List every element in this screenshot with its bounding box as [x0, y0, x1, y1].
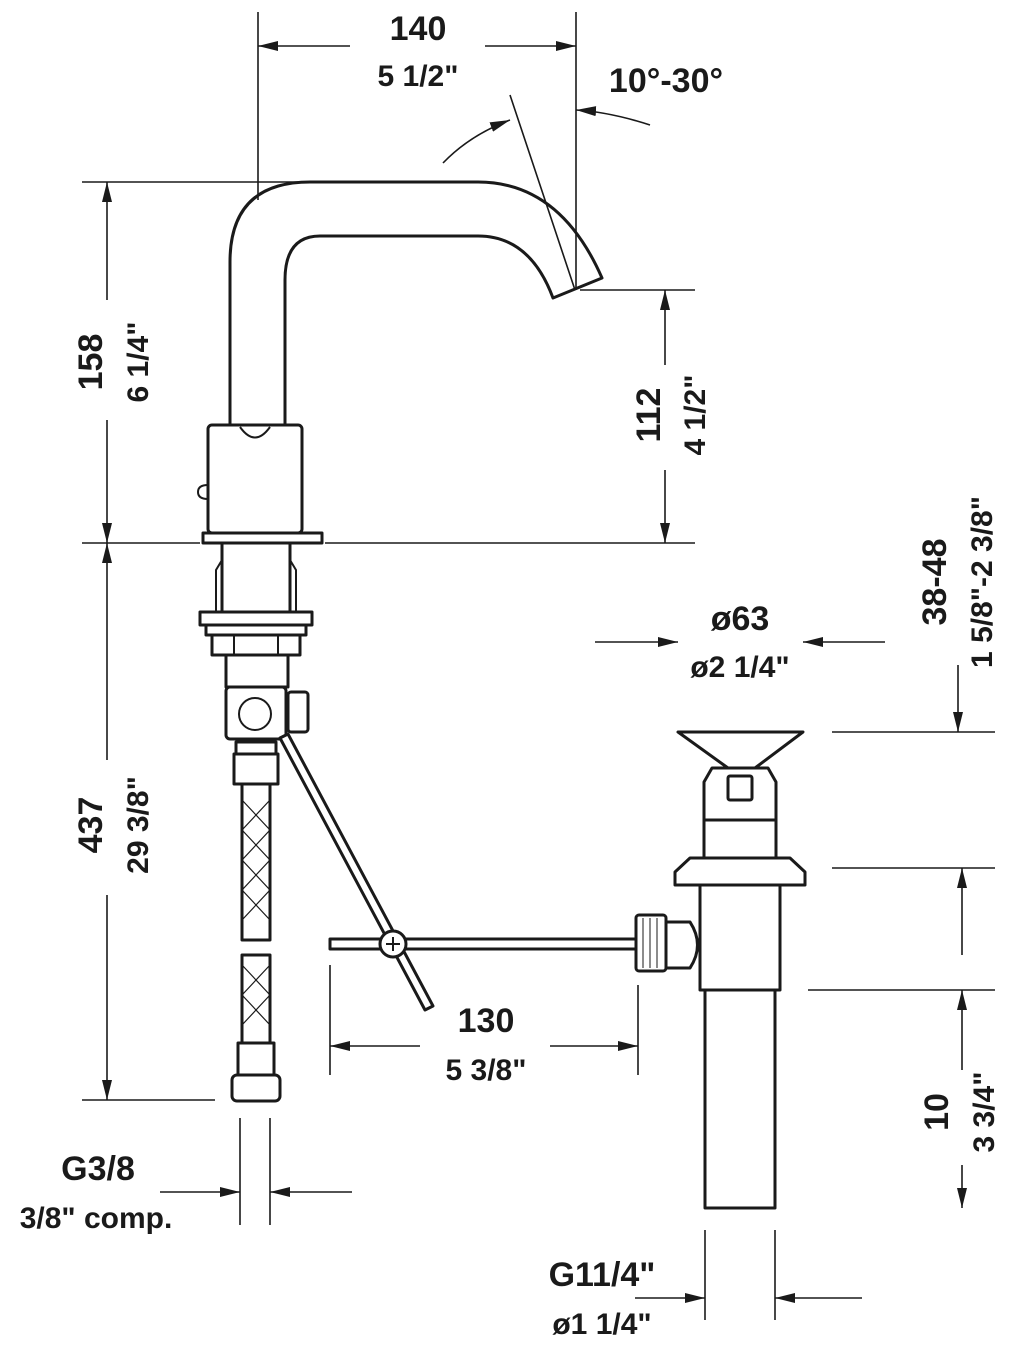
reach-mm: 140: [390, 10, 447, 48]
reach-inch: 5 1/2": [378, 60, 459, 93]
valve-circle: [238, 697, 272, 731]
rod-length-inch: 5 3/8": [446, 1054, 527, 1087]
drain-thread: G11/4": [549, 1256, 656, 1294]
rod-length-mm: 130: [458, 1002, 515, 1040]
drain-height-mm: 38-48: [916, 539, 954, 626]
drain-diameter-mm: ø63: [711, 600, 770, 638]
drain-inch: ø1 1/4": [552, 1308, 651, 1341]
drain-height-inch: 1 5/8"-2 3/8": [966, 496, 999, 668]
swivel-angle: 10°-30°: [609, 62, 723, 100]
length-mm: 437: [72, 797, 110, 854]
pop-up-drain: [673, 730, 807, 1210]
tail-length-mm: 10: [918, 1093, 956, 1131]
dimension-arrows: [102, 41, 967, 1303]
height-mm: 158: [72, 334, 110, 391]
outlet-height-inch: 4 1/2": [679, 375, 712, 456]
faucet-body: [196, 423, 324, 741]
outlet-height-mm: 112: [630, 388, 668, 443]
faucet-spout: [228, 180, 604, 425]
drain-diameter-inch: ø2 1/4": [690, 651, 789, 684]
supply-thread: G3/8: [61, 1150, 135, 1188]
height-inch: 6 1/4": [122, 322, 155, 403]
length-inch: 29 3/8": [122, 776, 155, 874]
extension-lines: [82, 12, 995, 1320]
supply-inch: 3/8" comp.: [20, 1202, 173, 1235]
tail-length-inch: 3 3/4": [968, 1072, 1001, 1153]
lift-rod: [278, 732, 699, 1012]
supply-hose: [230, 740, 282, 1103]
